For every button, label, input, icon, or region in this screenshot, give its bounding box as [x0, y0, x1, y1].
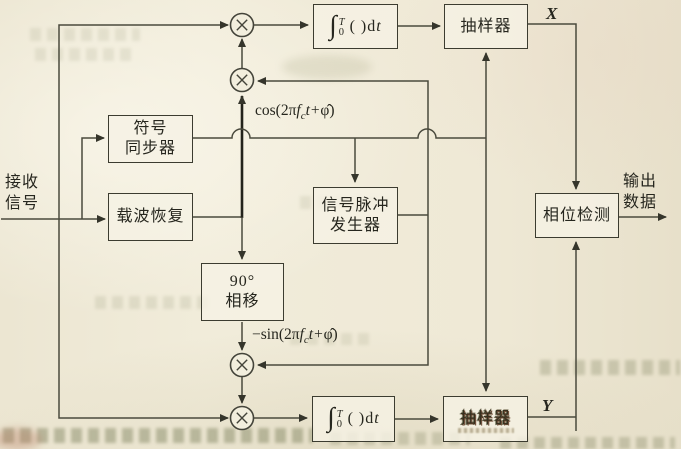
block-label: 载波恢复: [116, 208, 185, 225]
block-sampler-top: 抽样器: [444, 4, 528, 49]
integral-limits: T 0: [336, 409, 344, 430]
block-label: 信号脉冲: [321, 196, 390, 214]
wire-pulse-to-mult3: [257, 215, 429, 369]
integral-body: ( )dt: [349, 17, 382, 35]
integral-limits: T 0: [338, 16, 346, 38]
block-label: 同步器: [124, 140, 176, 157]
integral-sign: ∫: [329, 9, 338, 40]
block-integrator-top: ∫ T 0 ( )dt: [313, 4, 398, 49]
block-label: 相移: [225, 293, 260, 310]
multiplier-icon: [229, 405, 255, 431]
scan-artifact: [95, 296, 210, 309]
output-data-line2: 数据: [623, 194, 658, 211]
wire-y-to-phase-detector: [527, 242, 576, 431]
scan-artifact: [35, 48, 135, 61]
cos-carrier-label: cos(2πfct+φ̂): [255, 102, 335, 123]
wire-symbol-sync-clock: [192, 128, 486, 139]
integral-upper-limit: T: [338, 16, 346, 28]
block-label: 抽样器: [460, 17, 512, 35]
wire-x-to-phase-detector: [527, 23, 580, 190]
scan-artifact: [0, 428, 42, 449]
scan-artifact: [540, 360, 680, 375]
block-symbol-synchronizer: 符号 同步器: [108, 115, 193, 163]
multiplier-icon: [229, 67, 255, 93]
wire-input-to-bottom-multiplier: [58, 219, 229, 422]
block-label: 符号: [133, 120, 168, 137]
integral-lower-limit: 0: [338, 26, 345, 38]
block-label: 抽样器: [459, 410, 511, 427]
scan-artifact: [3, 428, 313, 443]
scan-artifact: [30, 28, 140, 41]
output-data-line1: 输出: [623, 173, 658, 190]
multiplier-icon: [229, 12, 255, 38]
received-signal-line1: 接收: [5, 174, 40, 191]
block-sampler-bottom: 抽样器: [443, 396, 528, 442]
received-signal-line2: 信号: [5, 195, 40, 212]
integral-formula: ∫ T 0 ( )dt: [329, 9, 382, 40]
block-carrier-recovery: 载波恢复: [108, 193, 193, 241]
block-90deg-phase-shift: 90° 相移: [201, 263, 284, 321]
scan-artifact: [500, 437, 675, 449]
received-signal-label: 接收 信号: [5, 172, 39, 214]
block-label: 相位检测: [542, 206, 611, 224]
integral-sign: ∫: [327, 402, 336, 432]
block-integrator-bottom: ∫ T 0 ( )dt: [312, 396, 395, 442]
integral-body: ( )dt: [347, 410, 380, 427]
wire-input-to-top-multiplier: [58, 21, 229, 219]
block-signal-pulse-generator: 信号脉冲 发生器: [313, 187, 398, 244]
scan-artifact: [458, 428, 514, 433]
integral-formula: ∫ T 0 ( )dt: [327, 402, 380, 432]
signal-x-label: X: [546, 4, 558, 23]
scan-artifact: [282, 55, 372, 79]
integral-upper-limit: T: [336, 409, 344, 420]
block-label: 发生器: [329, 216, 381, 234]
neg-sin-carrier-label: −sin(2πfct+φ̂): [252, 326, 338, 347]
block-label: 90°: [229, 273, 256, 290]
block-phase-detector: 相位检测: [535, 193, 619, 238]
multiplier-icon: [229, 352, 255, 378]
wire-pulse-to-mult2: [257, 77, 429, 215]
integral-lower-limit: 0: [336, 419, 343, 430]
scan-artifact: [290, 333, 370, 345]
signal-y-label: Y: [542, 396, 553, 415]
output-data-label: 输出 数据: [623, 171, 657, 213]
wire-input-to-symbol-sync: [81, 134, 105, 219]
